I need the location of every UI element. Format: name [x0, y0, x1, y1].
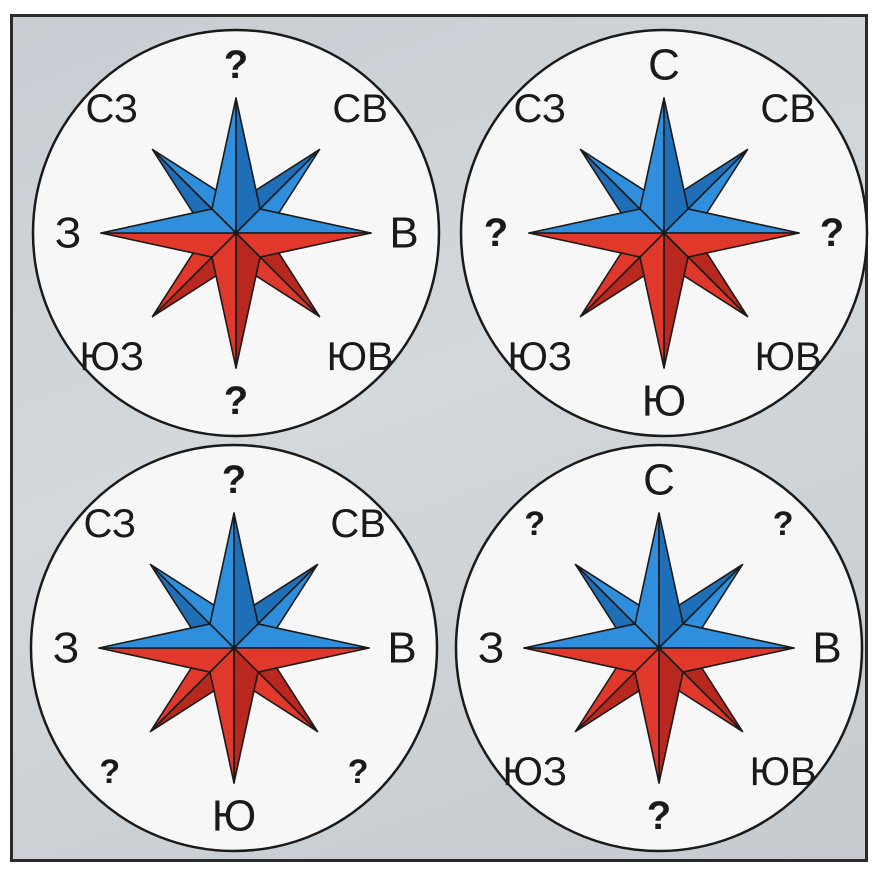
label-nw: ? — [524, 505, 545, 543]
label-ne: ? — [773, 505, 794, 543]
label-sw: ЮЗ — [80, 335, 145, 379]
label-n: ? — [222, 458, 246, 502]
label-n: С — [648, 41, 680, 90]
center-dot — [657, 646, 662, 651]
label-n: ? — [224, 43, 248, 87]
label-w: З — [55, 209, 82, 258]
compass-top-left: ? СВ В ЮВ? ЮЗ З СЗ — [33, 30, 439, 436]
center-dot — [232, 646, 237, 651]
label-se: ? — [348, 753, 369, 791]
label-nw: СЗ — [513, 87, 566, 131]
label-n: С — [643, 456, 675, 505]
compass-top-right: С СВ? ЮВ Ю ЮЗ? СЗ — [461, 30, 867, 436]
center-dot — [234, 231, 239, 236]
label-s: ? — [647, 794, 671, 838]
label-se: ЮВ — [750, 750, 817, 794]
label-w: З — [53, 624, 80, 673]
label-nw: СЗ — [83, 502, 136, 546]
label-sw: ? — [99, 753, 120, 791]
label-e: В — [812, 624, 841, 673]
label-nw: СЗ — [85, 87, 138, 131]
label-e: В — [387, 624, 416, 673]
label-w: ? — [484, 211, 508, 255]
label-s: Ю — [212, 792, 256, 841]
label-e: ? — [820, 211, 844, 255]
label-ne: СВ — [760, 87, 816, 131]
label-w: З — [478, 624, 505, 673]
label-se: ЮВ — [327, 335, 394, 379]
label-e: В — [389, 209, 418, 258]
label-se: ЮВ — [755, 335, 822, 379]
label-s: ? — [224, 379, 248, 423]
compass-bottom-right: С? В ЮВ? ЮЗ З? — [456, 445, 862, 851]
compass-bottom-left: ? СВ В? Ю? З СЗ — [31, 445, 437, 851]
label-ne: СВ — [332, 87, 388, 131]
label-sw: ЮЗ — [503, 750, 568, 794]
label-s: Ю — [642, 377, 686, 426]
label-ne: СВ — [330, 502, 386, 546]
label-sw: ЮЗ — [508, 335, 573, 379]
center-dot — [662, 231, 667, 236]
